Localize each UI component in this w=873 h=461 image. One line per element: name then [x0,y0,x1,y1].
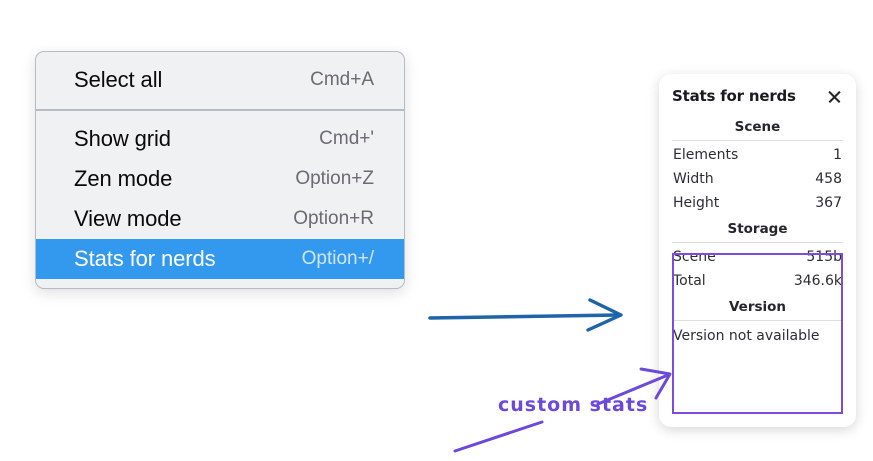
stat-label: Height [673,195,720,211]
menu-item-label: Zen mode [74,166,173,191]
stat-value: 367 [815,195,842,211]
section-heading-storage: Storage [727,221,788,237]
menu-item-label: Show grid [74,126,171,151]
stats-panel-title: Stats for nerds [672,87,796,105]
divider [672,320,843,321]
stats-section-storage: Storage Scene 515b Total 346.6k [672,215,843,293]
stat-row-width: Width 458 [672,167,843,191]
custom-stats-annotation-label: custom stats [498,394,649,416]
stats-section-version: Version Version not available [672,293,843,349]
stat-value: 515b [806,249,842,265]
version-value: Version not available [673,328,820,344]
stat-label: Total [673,273,706,289]
menu-section-2: Show grid Cmd+' Zen mode Option+Z View m… [36,109,404,288]
menu-item-shortcut: Cmd+' [319,128,374,149]
menu-item-label: View mode [74,206,182,231]
menu-item-shortcut: Option+Z [295,168,374,189]
stats-section-scene: Scene Elements 1 Width 458 Height 367 [672,113,843,215]
stat-value: 458 [815,171,842,187]
menu-item-show-grid[interactable]: Show grid Cmd+' [36,119,404,159]
menu-item-zen-mode[interactable]: Zen mode Option+Z [36,159,404,199]
divider [672,140,843,141]
stat-value: 346.6k [793,273,842,289]
stat-label: Width [673,171,714,187]
close-icon[interactable] [826,88,843,105]
stat-row-scene-storage: Scene 515b [672,245,843,269]
stat-row-height: Height 367 [672,191,843,215]
menu-item-label: Stats for nerds [74,246,216,271]
stat-row-total-storage: Total 346.6k [672,269,843,293]
menu-item-shortcut: Option+/ [301,248,374,269]
divider [672,242,843,243]
stat-value: 1 [833,147,842,163]
stat-row-elements: Elements 1 [672,143,843,167]
menu-item-stats-for-nerds[interactable]: Stats for nerds Option+/ [36,239,404,279]
stat-label: Scene [673,249,716,265]
menu-item-select-all[interactable]: Select all Cmd+A [36,60,404,100]
menu-item-view-mode[interactable]: View mode Option+R [36,199,404,239]
menu-section-1: Select all Cmd+A [36,52,404,109]
purple-underline-stroke [453,420,544,453]
stat-label: Elements [673,147,739,163]
menu-item-label: Select all [74,67,163,92]
menu-item-shortcut: Cmd+A [310,69,374,90]
section-heading-scene: Scene [734,119,781,135]
section-heading-version: Version [728,299,787,315]
blue-arrow [428,298,623,332]
stats-panel-header: Stats for nerds [672,84,843,113]
context-menu[interactable]: Select all Cmd+A Show grid Cmd+' Zen mod… [35,51,405,289]
menu-item-shortcut: Option+R [293,208,374,229]
stats-for-nerds-panel[interactable]: Stats for nerds Scene Elements 1 Width 4… [659,74,856,427]
